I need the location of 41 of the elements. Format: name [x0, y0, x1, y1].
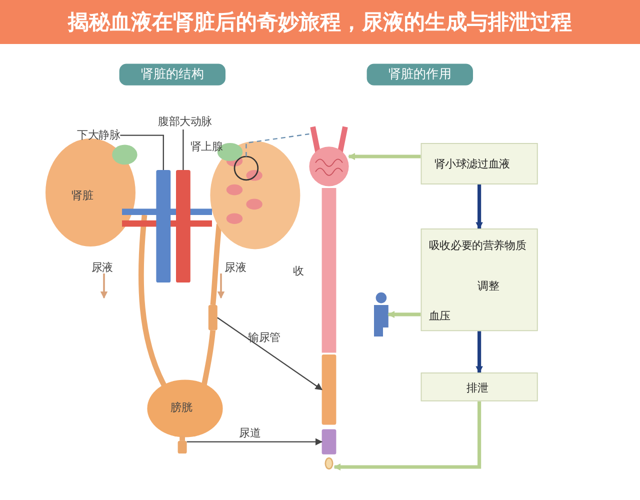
- part-label: 膀胱: [170, 400, 192, 416]
- arrow: [476, 331, 483, 374]
- edge-label: 输尿管: [248, 330, 280, 346]
- arrow: [217, 317, 323, 390]
- section-heading: 肾脏的作用: [366, 64, 473, 86]
- glomerulus-drawing: [309, 124, 349, 186]
- box-text: 血压: [428, 308, 450, 324]
- urine-drop-icon: [324, 457, 334, 470]
- ureter-drawing: [208, 305, 218, 330]
- arrow: [388, 310, 421, 318]
- edge-label: 尿道: [239, 426, 261, 441]
- part-label: 肾上腺: [190, 139, 223, 155]
- arrow: [476, 184, 483, 230]
- person-icon: [374, 292, 388, 336]
- part-label: 尿液: [91, 260, 113, 276]
- arrow: [348, 152, 421, 160]
- part-label: 收: [293, 264, 304, 279]
- box-text: 吸收必要的营养物质: [428, 238, 528, 254]
- callout-label: 腹部大动脉: [158, 114, 212, 130]
- urethra-drawing: [178, 440, 187, 454]
- dashed-leader-line: [246, 133, 310, 156]
- callout-label: 下大静脉: [77, 128, 120, 143]
- magnifier-circle: [234, 156, 259, 181]
- part-label: 肾脏: [72, 188, 94, 204]
- leader-line: [182, 130, 184, 170]
- title-banner: 揭秘血液在肾脏后的奇妙旅程，尿液的生成与排泄过程: [0, 0, 640, 44]
- arrow: [186, 438, 323, 446]
- box-text: 排泄: [466, 380, 488, 396]
- tube-ureter-segment: [322, 354, 336, 425]
- process-box: [420, 143, 538, 184]
- leader-line: [120, 134, 164, 170]
- artery-drawing: [176, 170, 190, 282]
- vein-drawing: [156, 170, 171, 282]
- part-label: 尿液: [224, 260, 246, 276]
- process-box: [420, 228, 538, 332]
- box-text: 调整: [478, 278, 500, 294]
- arrow: [334, 401, 482, 471]
- tube-urethra-segment: [322, 429, 336, 454]
- section-heading: 肾脏的结构: [119, 64, 226, 86]
- box-text: 肾小球滤过血液: [434, 156, 510, 172]
- process-box: [420, 372, 538, 402]
